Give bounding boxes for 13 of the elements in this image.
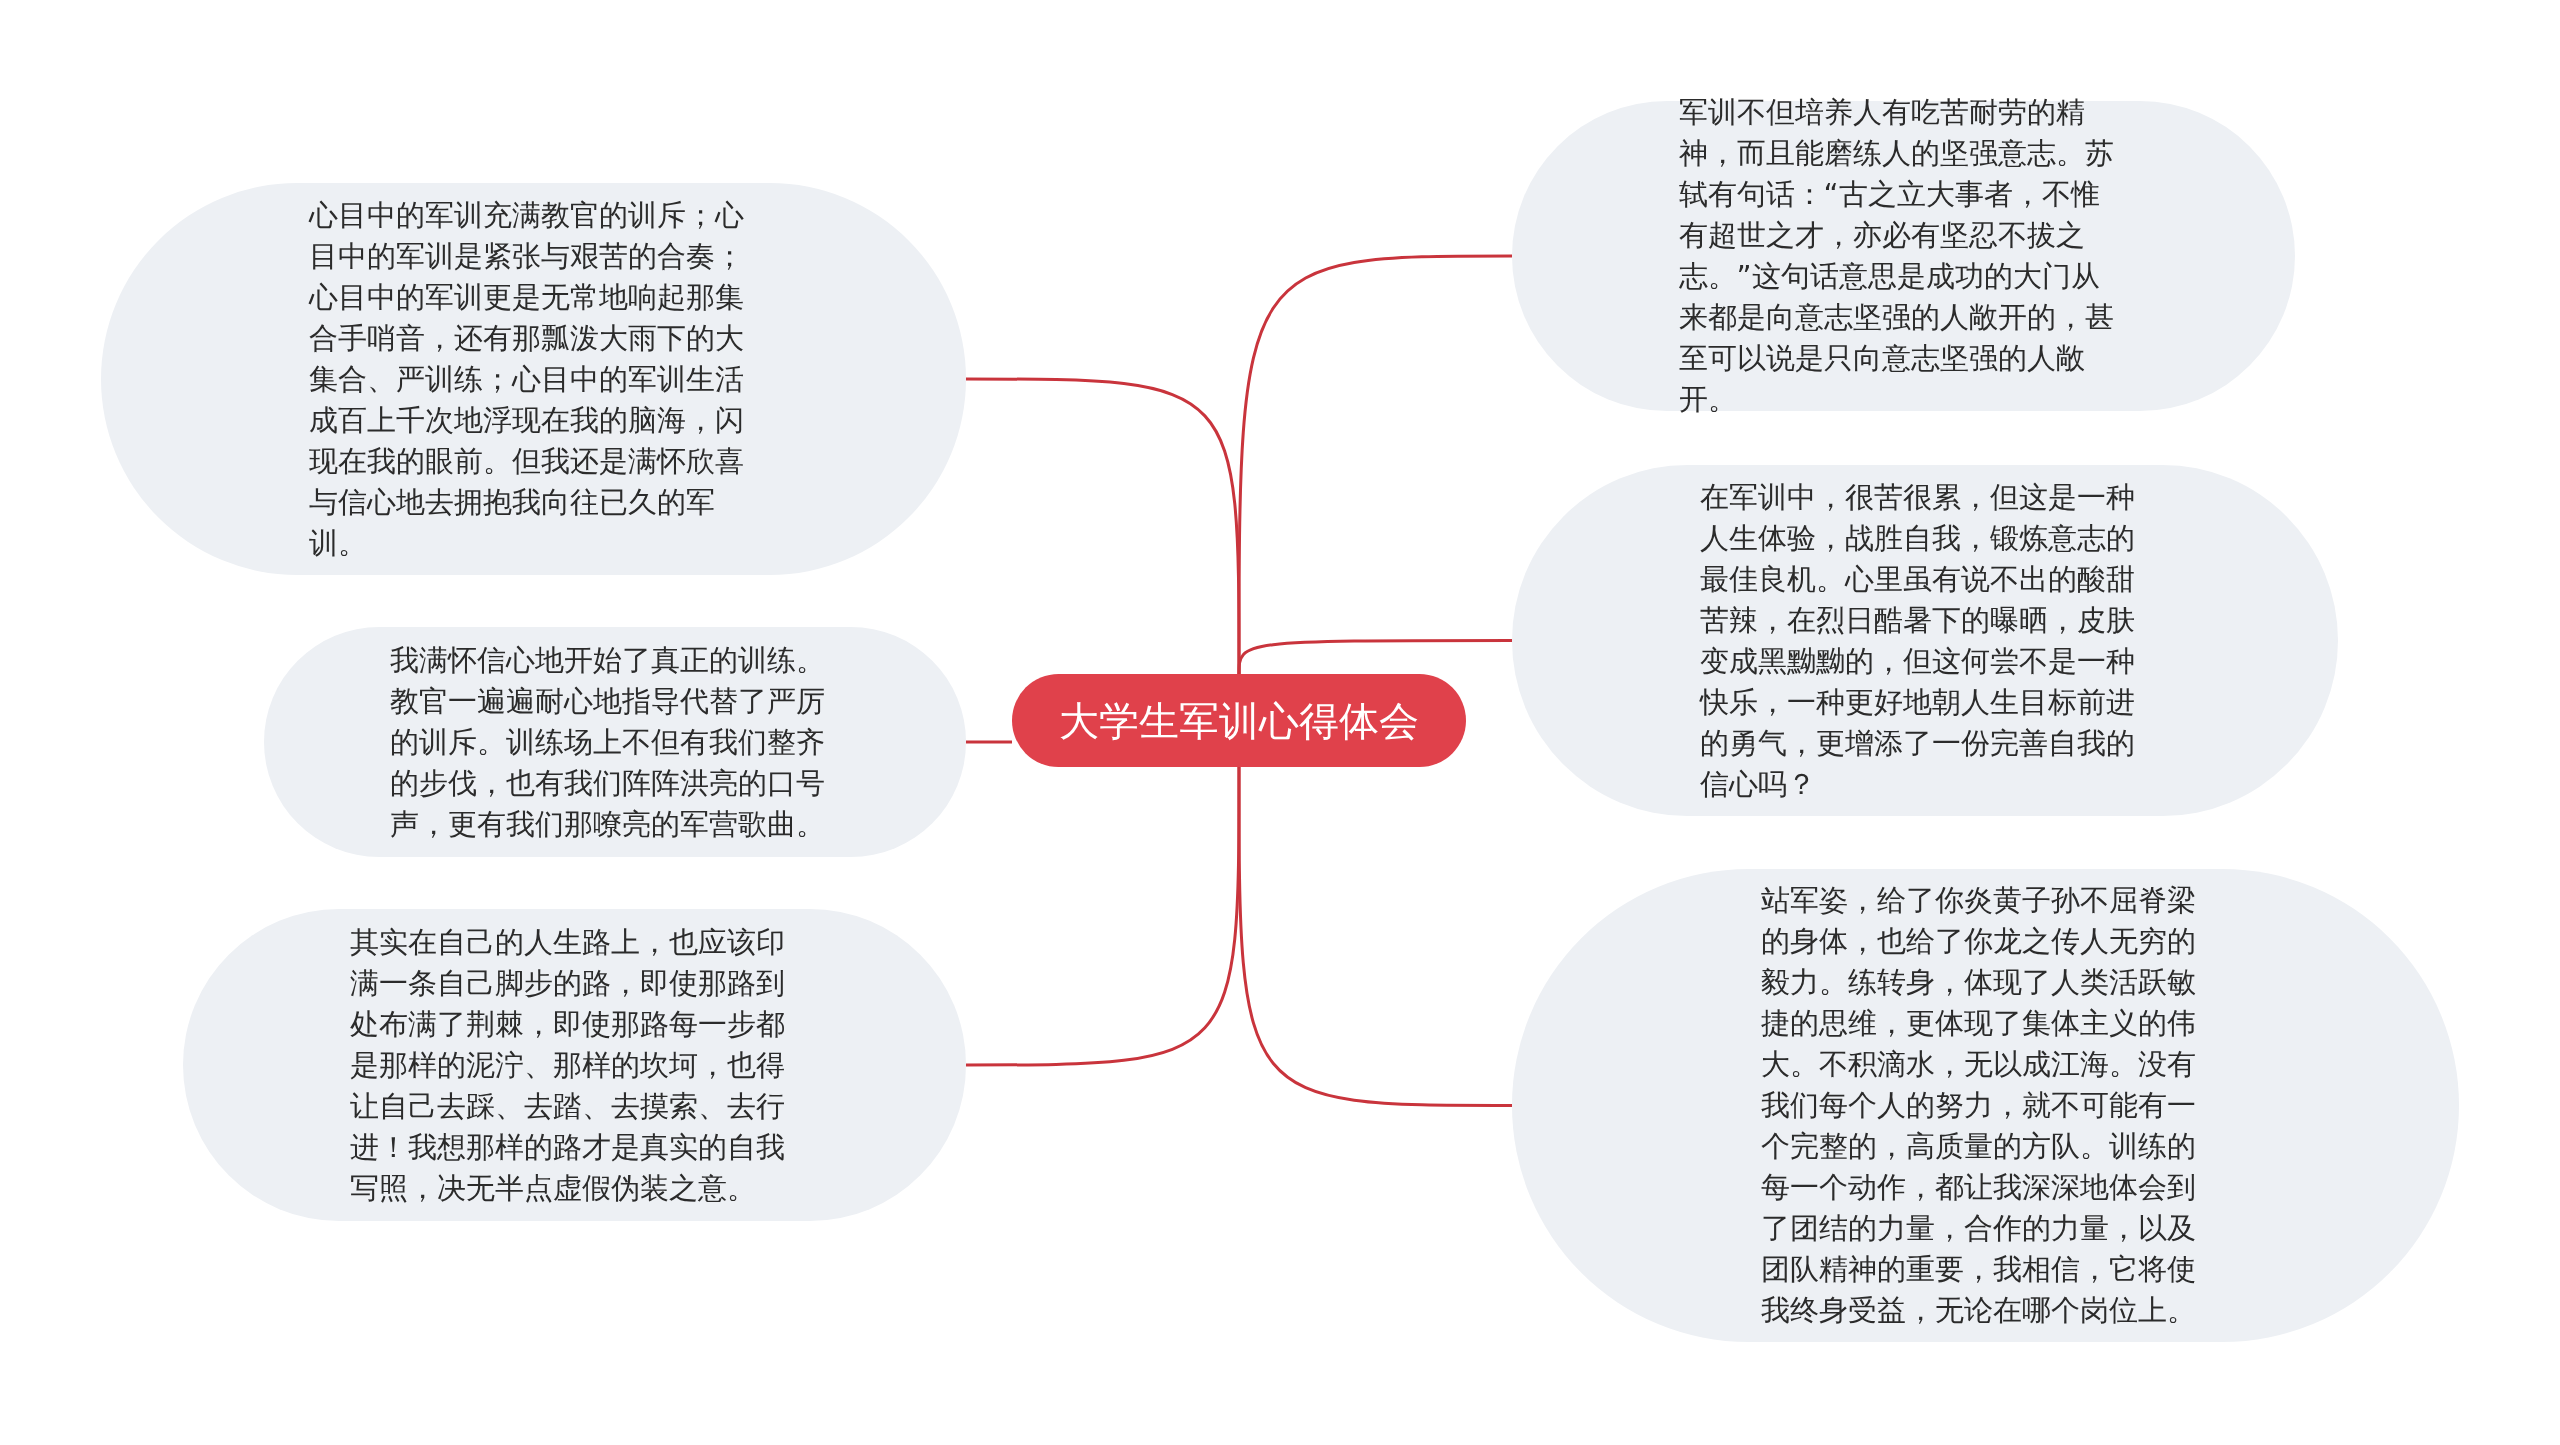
- topic-text: 在军训中，很苦很累，但这是一种人生体验，战胜自我，锻炼意志的最佳良机。心里虽有说不出的酸甜苦辣，在烈日酷暑下的曝晒，皮肤变成黑黝黝的，但这何尝不是一种快乐，一种更好地朝人生目标前进的勇气，更增添了一份完善自我的信心吗？: [1700, 478, 2136, 803]
- connector-line: [1237, 767, 1512, 1107]
- topic-text: 心目中的军训充满教官的训斥；心目中的军训是紧张与艰苦的合奏；心目中的军训更是无常地响起那集合手哨音，还有那瓢泼大雨下的大集合、严训练；心目中的军训生活成百上千次地浮现在我的脑海，闪现在我的眼前。但我还是满怀欣喜与信心地去拥抱我向往已久的军训。: [308, 196, 745, 562]
- topic-title: 大学生军训心得体会: [1059, 696, 1419, 745]
- connector-line: [966, 377, 1241, 674]
- connector-line: [1237, 254, 1512, 674]
- connector-line: [1237, 639, 1512, 675]
- topic-text: 我满怀信心地开始了真正的训练。教官一遍遍耐心地指导代替了严厉的训斥。训练场上不但有我们整齐的步伐，也有我们阵阵洪亮的口号声，更有我们那嘹亮的军营歌曲。: [390, 641, 826, 843]
- topic-text: 其实在自己的人生路上，也应该印满一条自己脚步的路，即使那路到处布满了荆棘，即使那路每一步都是那样的泥泞、那样的坎坷，也得让自己去踩、去踏、去摸索、去行进！我想那样的路才是真实的自我写照，决无半点虚假伪装之意。: [349, 923, 786, 1207]
- connector-line: [966, 767, 1241, 1067]
- connector-line: [966, 740, 1012, 744]
- topic-text: 军训不但培养人有吃苦耐劳的精神，而且能磨练人的坚强意志。苏轼有句话：“古之立大事者，不惟有超世之才，亦必有坚忍不拔之志。”这句话意思是成功的大门从来都是向意志坚强的人敞开的，甚至可以说是只向意志坚强的人敞开。: [1678, 94, 2115, 418]
- topic-text: 站军姿，给了你炎黄子孙不屈脊梁的身体，也给了你龙之传人无穷的毅力。练转身，体现了人类活跃敏捷的思维，更体现了集体主义的伟大。不积滴水，无以成江海。没有我们每个人的努力，就不可能有一个完整的，高质量的方队。训练的每一个动作，都让我深深地体会到了团结的力量，合作的力量，以及团队精神的重要，我相信，它将使我终身受益，无论在哪个岗位上。: [1760, 882, 2197, 1329]
